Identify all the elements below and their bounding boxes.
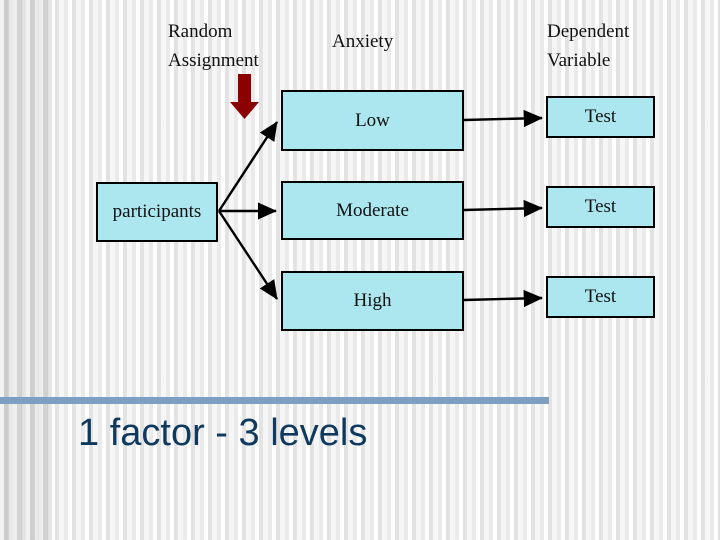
node-level-low-label: Low bbox=[355, 109, 390, 131]
node-level-moderate[interactable]: Moderate bbox=[281, 181, 464, 240]
node-test-high[interactable]: Test bbox=[546, 276, 655, 318]
column-header-anxiety: Anxiety bbox=[332, 31, 394, 52]
node-level-high[interactable]: High bbox=[281, 271, 464, 331]
background-left-band bbox=[0, 0, 52, 540]
column-header-random-assignment: Random Assignment bbox=[168, 21, 259, 71]
column-header-dependent-variable: Dependent Variable bbox=[547, 21, 630, 71]
title-divider bbox=[0, 397, 549, 404]
node-test-low-label: Test bbox=[584, 106, 617, 127]
slide-title: 1 factor - 3 levels bbox=[78, 412, 368, 454]
node-participants[interactable]: participants bbox=[96, 182, 218, 242]
node-participants-label: participants bbox=[112, 201, 202, 222]
node-test-low[interactable]: Test bbox=[546, 96, 655, 138]
node-test-moderate[interactable]: Test bbox=[546, 186, 655, 228]
node-level-high-label: High bbox=[353, 290, 392, 311]
down-arrow-icon bbox=[230, 74, 259, 119]
node-level-moderate-label: Moderate bbox=[336, 199, 409, 221]
node-test-moderate-label: Test bbox=[584, 196, 617, 217]
node-level-low[interactable]: Low bbox=[281, 90, 464, 151]
node-test-high-label: Test bbox=[584, 286, 617, 307]
